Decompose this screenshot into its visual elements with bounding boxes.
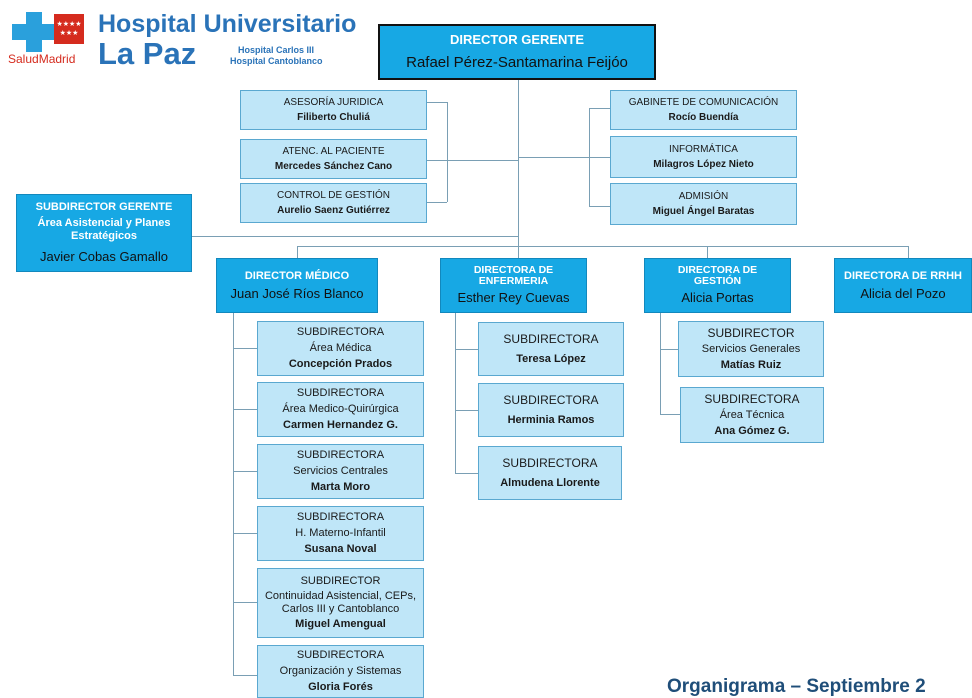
medico-sub-servicios-centrales: SUBDIRECTORA Servicios Centrales Marta M… (257, 444, 424, 499)
sub-name: Concepción Prados (288, 358, 393, 371)
medico-sub-area-medica: SUBDIRECTORA Área Médica Concepción Prad… (257, 321, 424, 376)
sub-area: Área Técnica (719, 409, 785, 421)
director-name: Alicia del Pozo (860, 285, 946, 301)
staff-name: Mercedes Sánchez Cano (274, 160, 393, 172)
staff-title: ADMISIÓN (678, 190, 729, 202)
enfermeria-sub-1: SUBDIRECTORA Teresa López (478, 322, 624, 376)
staff-name: Aurelio Saenz Gutiérrez (277, 204, 390, 216)
staff-title: INFORMÁTICA (669, 143, 738, 155)
subdirector-gerente-title: SUBDIRECTOR GERENTE (35, 200, 173, 213)
director-title: DIRECTORA DE ENFERMERIA (473, 264, 554, 288)
hospital-name-line2: La Paz (98, 36, 197, 71)
subdirector-gerente-box: SUBDIRECTOR GERENTE Área Asistencial y P… (16, 194, 192, 272)
enfermeria-sub-2: SUBDIRECTORA Herminia Ramos (478, 383, 624, 437)
director-gestion-box: DIRECTORA DE GESTIÓN Alicia Portas (644, 258, 791, 313)
staff-atenc-paciente: ATENC. AL PACIENTE Mercedes Sánchez Cano (240, 139, 427, 179)
sub-name: Matías Ruiz (720, 359, 782, 372)
director-name: Esther Rey Cuevas (457, 290, 570, 306)
staff-gabinete-comunicacion: GABINETE DE COMUNICACIÓN Rocío Buendía (610, 90, 797, 130)
sub-name: Ana Gómez G. (714, 425, 790, 438)
staff-name: Rocío Buendía (668, 111, 739, 123)
medico-sub-organizacion-sistemas: SUBDIRECTORA Organización y Sistemas Glo… (257, 645, 424, 698)
sub-name: Teresa López (516, 352, 586, 365)
staff-name: Miguel Ángel Baratas (652, 205, 755, 217)
sub-name: Susana Noval (304, 543, 377, 556)
saludmadrid-label: SaludMadrid (8, 52, 76, 66)
director-name: Juan José Ríos Blanco (230, 285, 364, 301)
director-title: DIRECTORA DE RRHH (844, 269, 962, 282)
sub-name: Miguel Amengual (295, 617, 386, 630)
medico-sub-continuidad-asistencial: SUBDIRECTOR Continuidad Asistencial, CEP… (257, 568, 424, 638)
sub-area: Continuidad Asistencial, CEPs, Carlos II… (264, 590, 417, 615)
staff-title: CONTROL DE GESTIÓN (277, 189, 390, 201)
sub-name: Marta Moro (310, 481, 371, 494)
sub-area: Área Médica (309, 341, 372, 354)
staff-asesoria-juridica: ASESORÍA JURIDICA Filiberto Chuliá (240, 90, 427, 130)
sub-role: SUBDIRECTORA (503, 393, 599, 408)
sub-role: SUBDIRECTORA (296, 448, 385, 461)
director-rrhh-box: DIRECTORA DE RRHH Alicia del Pozo (834, 258, 972, 313)
annex-cantoblanco: Hospital Cantoblanco (230, 56, 323, 66)
staff-title: GABINETE DE COMUNICACIÓN (628, 96, 779, 108)
sub-role: SUBDIRECTORA (503, 332, 599, 347)
staff-name: Filiberto Chuliá (297, 111, 370, 123)
sub-role: SUBDIRECTOR (707, 325, 795, 340)
staff-name: Milagros López Nieto (653, 158, 754, 170)
saludmadrid-cross-icon (12, 12, 56, 52)
director-enfermeria-box: DIRECTORA DE ENFERMERIA Esther Rey Cueva… (440, 258, 587, 313)
medico-sub-area-medico-quirurgica: SUBDIRECTORA Área Medico-Quirúrgica Carm… (257, 382, 424, 437)
madrid-flag-icon: ★★★★★★★ (54, 14, 84, 44)
sub-name: Carmen Hernandez G. (283, 419, 398, 432)
sub-role: SUBDIRECTORA (296, 648, 385, 661)
sub-area: Organización y Sistemas (279, 664, 402, 677)
sub-role: SUBDIRECTORA (704, 391, 800, 406)
director-gerente-name: Rafael Pérez-Santamarina Feijóo (406, 53, 628, 71)
sub-area: Servicios Generales (701, 343, 801, 355)
sub-role: SUBDIRECTOR (300, 575, 381, 588)
hospital-name-line1: Hospital Universitario (98, 10, 357, 38)
director-title: DIRECTOR MÉDICO (244, 269, 350, 282)
staff-informatica: INFORMÁTICA Milagros López Nieto (610, 136, 797, 178)
director-gerente-title: DIRECTOR GERENTE (449, 32, 585, 48)
director-gerente-box: DIRECTOR GERENTE Rafael Pérez-Santamarin… (378, 24, 656, 80)
gestion-sub-area-tecnica: SUBDIRECTORA Área Técnica Ana Gómez G. (680, 387, 824, 443)
annex-carlos-iii: Hospital Carlos III (238, 45, 315, 55)
footer-title: Organigrama – Septiembre 2 (667, 676, 926, 697)
hospital-logo: ★★★★★★★ SaludMadrid Hospital Universitar… (8, 10, 356, 72)
enfermeria-sub-3: SUBDIRECTORA Almudena Llorente (478, 446, 622, 500)
staff-control-gestion: CONTROL DE GESTIÓN Aurelio Saenz Gutiérr… (240, 183, 427, 223)
sub-role: SUBDIRECTORA (296, 386, 385, 399)
sub-name: Almudena Llorente (500, 476, 600, 489)
sub-name: Herminia Ramos (507, 413, 595, 426)
subdirector-gerente-subtitle: Área Asistencial y Planes Estratégicos (37, 217, 171, 243)
staff-title: ASESORÍA JURIDICA (283, 96, 384, 108)
director-name: Alicia Portas (681, 290, 754, 306)
sub-area: Servicios Centrales (293, 464, 388, 477)
sub-role: SUBDIRECTORA (296, 325, 385, 338)
gestion-sub-servicios-generales: SUBDIRECTOR Servicios Generales Matías R… (678, 321, 824, 377)
sub-name: Gloria Forés (308, 681, 373, 694)
sub-area: H. Materno-Infantil (295, 526, 386, 539)
subdirector-gerente-name: Javier Cobas Gamallo (40, 249, 168, 265)
staff-title: ATENC. AL PACIENTE (282, 145, 385, 157)
sub-role: SUBDIRECTORA (296, 510, 385, 523)
director-medico-box: DIRECTOR MÉDICO Juan José Ríos Blanco (216, 258, 378, 313)
sub-role: SUBDIRECTORA (502, 456, 598, 471)
staff-admision: ADMISIÓN Miguel Ángel Baratas (610, 183, 797, 225)
director-title: DIRECTORA DE GESTIÓN (677, 264, 758, 288)
medico-sub-materno-infantil: SUBDIRECTORA H. Materno-Infantil Susana … (257, 506, 424, 561)
sub-area: Área Medico-Quirúrgica (282, 402, 399, 415)
